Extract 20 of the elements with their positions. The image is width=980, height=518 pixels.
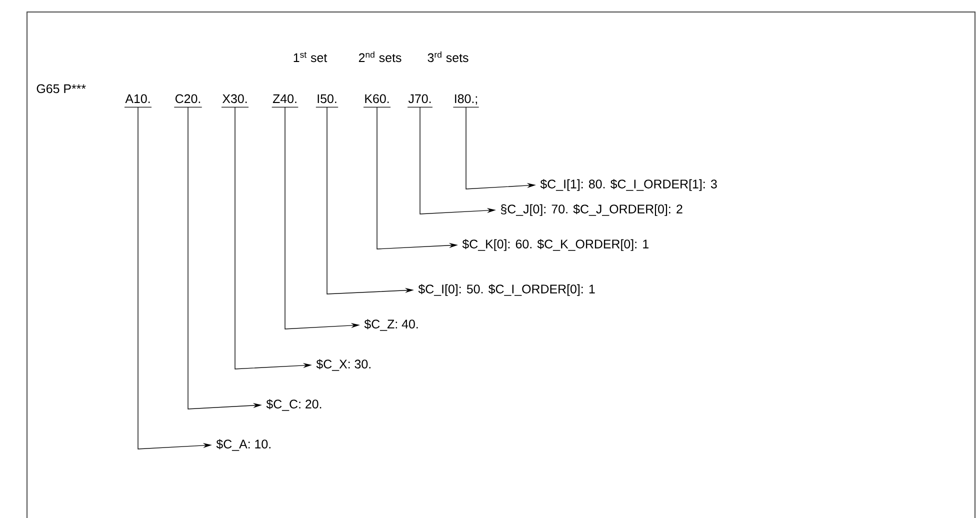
code-argument: I50. — [318, 94, 336, 104]
variable-text: $C_X: 30. — [316, 359, 370, 371]
variable-text: $C_A: 10. — [216, 439, 270, 451]
code-argument: J70. — [408, 94, 431, 104]
code-argument: A10. — [125, 94, 150, 104]
set-label: 3$^{rd}$ sets — [428, 51, 468, 62]
variable-text: $C_K[0]: 60. $C_K_ORDER[0]: 1 — [462, 239, 648, 251]
set-label: 1$^{st}$ set — [294, 52, 328, 62]
variable-text: §C_J[0]: 70. $C_J_ORDER[0]: 2 — [500, 204, 682, 216]
variable-text: $C_I[0]: 50. $C_I_ORDER[0]: 1 — [418, 284, 595, 296]
code-text: G65 P*** — [36, 84, 86, 94]
variable-text: $C_C: 20. — [266, 399, 322, 411]
code-argument: Z40. — [272, 94, 296, 104]
code-argument: K60. — [365, 94, 389, 104]
code-argument: X30. — [222, 94, 247, 104]
code-argument: C20. — [175, 94, 200, 104]
set-label: 2$^{nd}$ sets — [358, 51, 402, 62]
code-argument: I80.; — [455, 94, 477, 105]
variable-text: $C_I[1]: 80. $C_I_ORDER[1]: 3 — [540, 179, 717, 191]
variable-text: $C_Z: 40. — [364, 319, 418, 331]
